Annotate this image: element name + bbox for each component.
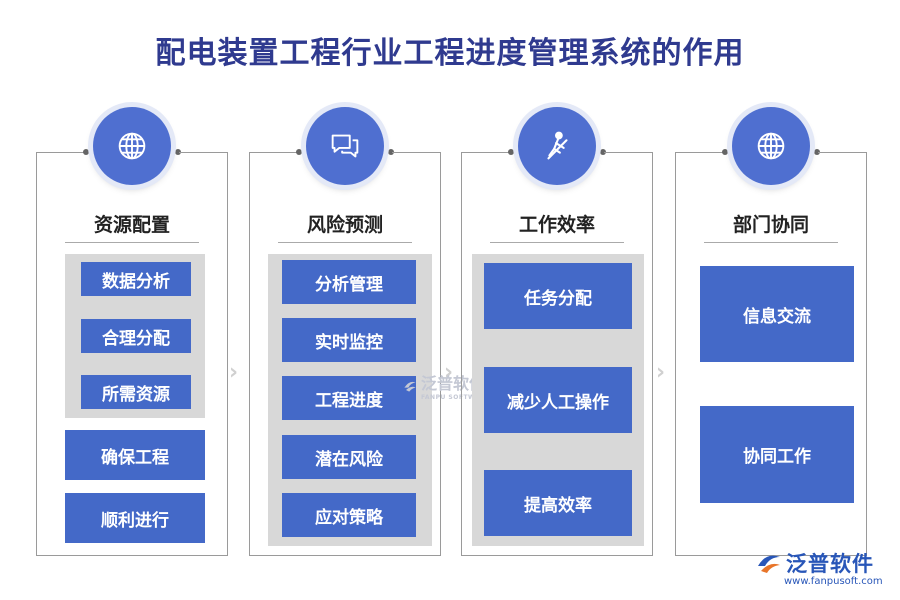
item-box: 顺利进行 [65,493,205,543]
item-box: 确保工程 [65,430,205,480]
column-title: 资源配置 [93,214,170,236]
item-box: 信息交流 [700,266,854,362]
divider [278,242,412,243]
column-title: 部门协同 [732,214,809,236]
chevron-right-icon: › [444,360,454,385]
item-box: 应对策略 [282,493,416,537]
column-work-efficiency: 工作效率 任务分配 减少人工操作 提高效率 [461,107,653,556]
watermark-logo-icon [404,381,416,392]
brand-logo: 泛普软件 www.fanpusoft.com [756,548,886,587]
item-box: 数据分析 [81,262,191,296]
globe-icon [93,107,171,185]
column-title: 工作效率 [518,214,595,236]
connector-dot [814,149,820,155]
brand-url: www.fanpusoft.com [784,576,883,587]
item-box: 减少人工操作 [484,367,632,433]
divider [704,242,838,243]
connector-dot [296,149,302,155]
item-box: 实时监控 [282,318,416,362]
chevron-right-icon: › [656,360,666,385]
divider [490,242,624,243]
item-box: 合理分配 [81,319,191,353]
item-box: 提高效率 [484,470,632,536]
connector-dot [600,149,606,155]
chat-bubbles-icon [306,107,384,185]
connector-dot [83,149,89,155]
chevron-right-icon: › [229,360,239,385]
connector-dot [722,149,728,155]
brand-name: 泛普软件 [786,552,874,576]
column-title: 风险预测 [306,214,383,236]
item-box: 潜在风险 [282,435,416,479]
divider [65,242,199,243]
globe-icon [732,107,810,185]
brand-logo-icon [758,555,780,573]
connector-dot [388,149,394,155]
page-title: 配电装置工程行业工程进度管理系统的作用 [155,36,745,71]
item-box: 任务分配 [484,263,632,329]
column-department-collaboration: 部门协同 信息交流 协同工作 [675,107,867,556]
column-risk-prediction: 风险预测 分析管理 实时监控 工程进度 潜在风险 应对策略 [249,107,441,556]
watermark-sub: FANPU SOFTWARE [421,394,490,401]
item-box: 分析管理 [282,260,416,304]
item-box: 所需资源 [81,375,191,409]
rowing-person-icon [518,107,596,185]
watermark-name: 泛普软件 [421,374,486,393]
connector-dot [508,149,514,155]
item-box: 协同工作 [700,406,854,503]
column-resource-allocation: 资源配置 数据分析 合理分配 所需资源 确保工程 顺利进行 [36,107,228,556]
connector-dot [175,149,181,155]
watermark: 泛普软件 FANPU SOFTWARE [402,370,490,401]
item-box: 工程进度 [282,376,416,420]
